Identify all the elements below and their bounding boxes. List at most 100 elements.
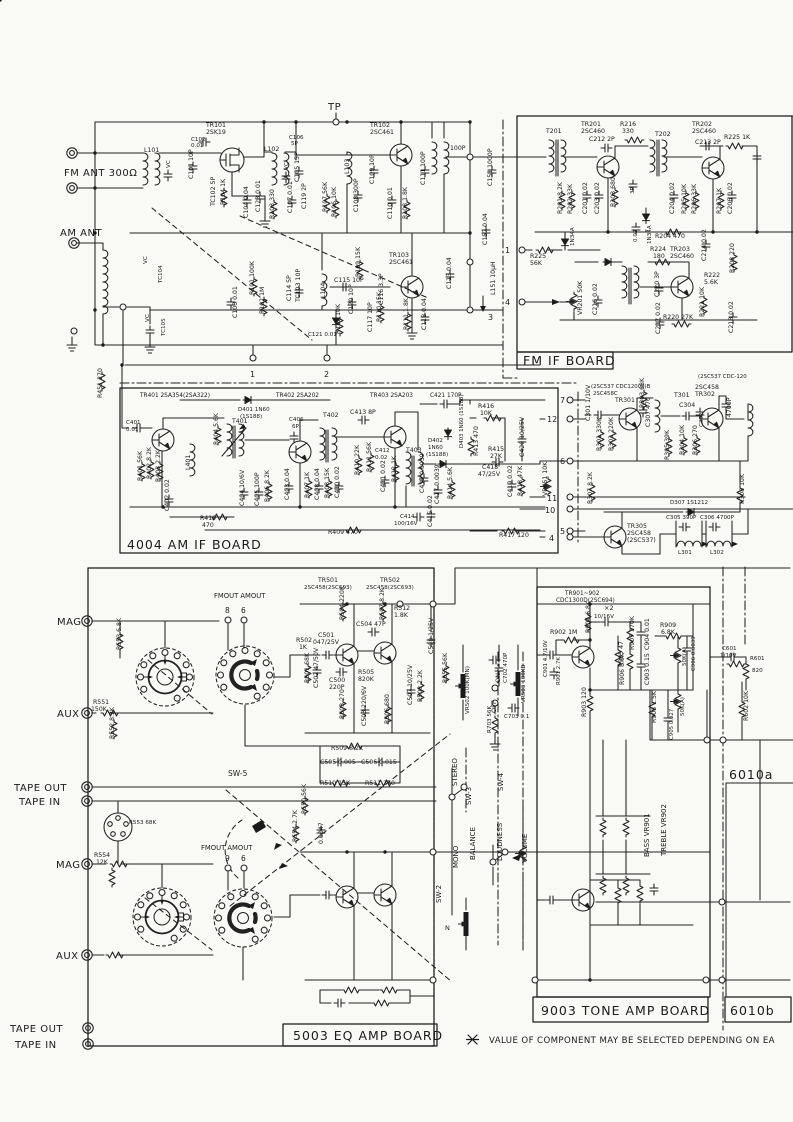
component-label: R602 10K <box>743 690 750 721</box>
component-label: ×2 <box>604 604 614 612</box>
component-label: SW-3 <box>465 787 473 805</box>
component-label: R703 56K <box>487 706 493 733</box>
component-label: 2SC461 <box>389 259 413 266</box>
component-label: C213 2P <box>695 139 721 146</box>
component-label: 10 <box>545 506 555 515</box>
component-label: C505 0.005 <box>320 759 356 766</box>
component-label: 1 <box>250 370 255 379</box>
component-label: C504 47P <box>356 621 386 628</box>
component-label: SW-5 <box>228 769 248 778</box>
component-label: R307 8.2K <box>587 471 594 504</box>
component-label: C111 100P <box>420 151 427 185</box>
component-label: TR101 <box>205 122 226 129</box>
gang-link-lines <box>144 207 453 983</box>
component-label: 10/16V <box>594 614 614 620</box>
component-label: MONO <box>452 845 460 868</box>
component-label: C703 0.1 <box>504 714 530 720</box>
component-label: TR301 <box>614 397 635 404</box>
component-label: R403 2.2K <box>155 449 162 482</box>
component-label: C106 <box>289 135 304 141</box>
component-label: TR103 <box>388 252 409 259</box>
component-label: VC <box>284 162 290 170</box>
component-label: R505 <box>358 669 374 676</box>
component-label: 1K <box>299 644 308 651</box>
tp-label: TP <box>327 102 341 113</box>
component-label: TR201 <box>580 121 601 128</box>
component-label: 150K <box>91 706 108 713</box>
component-label: R507 8.2K <box>379 587 386 620</box>
component-label: 2 <box>324 370 329 379</box>
component-label: C123 0.01 <box>255 180 262 212</box>
component-label: R554 2.7K <box>292 809 299 842</box>
component-label: TR901~902 <box>564 591 600 597</box>
component-label: TR102 <box>369 122 390 129</box>
component-label: C415 0.0039 <box>419 453 426 493</box>
component-label: 6.8K <box>661 629 676 636</box>
board-outline-eq <box>87 567 435 1047</box>
component-symbols <box>0 0 762 1008</box>
component-label: R418 47K <box>517 465 524 496</box>
component-label: OFF <box>490 700 498 713</box>
component-label: C307 470 <box>645 397 652 427</box>
component-label: C206 0.02 <box>727 182 734 214</box>
component-label: R408 15K <box>324 467 331 498</box>
component-label: C506 0.015 <box>361 759 397 766</box>
component-label: R102 1M <box>259 287 266 314</box>
component-label: R225 1K <box>724 134 751 141</box>
component-label: R552 8.2K <box>109 706 116 739</box>
board-label-power-a: 6010a <box>729 767 773 782</box>
component-label: C702 470P <box>503 652 509 683</box>
tape-in-2-label: TAPE IN <box>14 1040 57 1051</box>
component-label: 2SC460 <box>692 128 716 135</box>
component-label: L302 <box>710 550 724 556</box>
component-label: R112 10K <box>335 303 342 334</box>
component-label: C105 15P <box>294 152 301 182</box>
component-label: TC105 <box>161 318 167 337</box>
component-label: LOUDNESS <box>496 822 504 861</box>
component-label: R908 1.5K <box>651 690 658 723</box>
component-label: TR502 <box>379 577 400 584</box>
component-label: R550 56K <box>301 783 308 814</box>
component-label: 220P <box>329 684 345 691</box>
component-label: R220 27K <box>663 314 694 321</box>
component-label: VR503 100KB <box>521 664 527 703</box>
component-label: 2SC460 <box>670 253 694 260</box>
tone-label-box <box>532 996 709 1023</box>
mag-1-label: MAG <box>57 617 82 628</box>
component-label: 9 <box>225 854 230 863</box>
component-label: TR501 <box>317 577 338 584</box>
component-label: 7 <box>560 396 565 405</box>
component-label: R104 1K <box>220 178 227 205</box>
component-label: BASS VR901 <box>643 813 651 857</box>
component-label: C305 390P <box>666 515 697 521</box>
board-outline-am-if <box>119 387 559 554</box>
component-label: R304 10K <box>679 424 686 455</box>
component-label: C120 10P <box>348 284 355 314</box>
component-label: 47/25V <box>478 471 501 478</box>
component-label: T402 <box>322 412 339 419</box>
component-label: 2SC458 <box>627 530 651 537</box>
component-label: FMOUT AMOUT <box>201 844 253 852</box>
component-label: C508 1/25V <box>428 617 435 654</box>
component-label: TR203 <box>669 246 690 253</box>
component-label: C107 0.01 <box>287 181 294 213</box>
board-label-eq: 5003 EQ AMP BOARD <box>293 1028 443 1043</box>
component-label: C119 2P <box>301 183 308 209</box>
component-label: 1/10V <box>720 653 737 659</box>
component-label: C405 100P <box>254 472 261 506</box>
component-label: D403 1N60 (1S188) <box>459 394 465 448</box>
component-label: 1N34A <box>570 227 576 246</box>
component-label: C116 3.3P <box>378 273 385 305</box>
component-label: 5.6K <box>704 279 719 286</box>
component-label: C151 1000P <box>487 148 494 186</box>
component-label: C420 10/25V <box>519 416 526 457</box>
component-label: R402 8.2K <box>146 446 153 479</box>
component-label: R502 <box>296 637 312 644</box>
component-label: D402 <box>428 438 443 444</box>
component-label: 0.0047 <box>318 822 325 844</box>
component-label: C114 5P <box>286 275 293 301</box>
component-label: ON <box>494 673 502 683</box>
component-label: C901 4.7/10V <box>543 640 549 677</box>
tape-out-2-label: TAPE OUT <box>9 1024 63 1035</box>
component-label: 50K(A) <box>682 647 688 666</box>
